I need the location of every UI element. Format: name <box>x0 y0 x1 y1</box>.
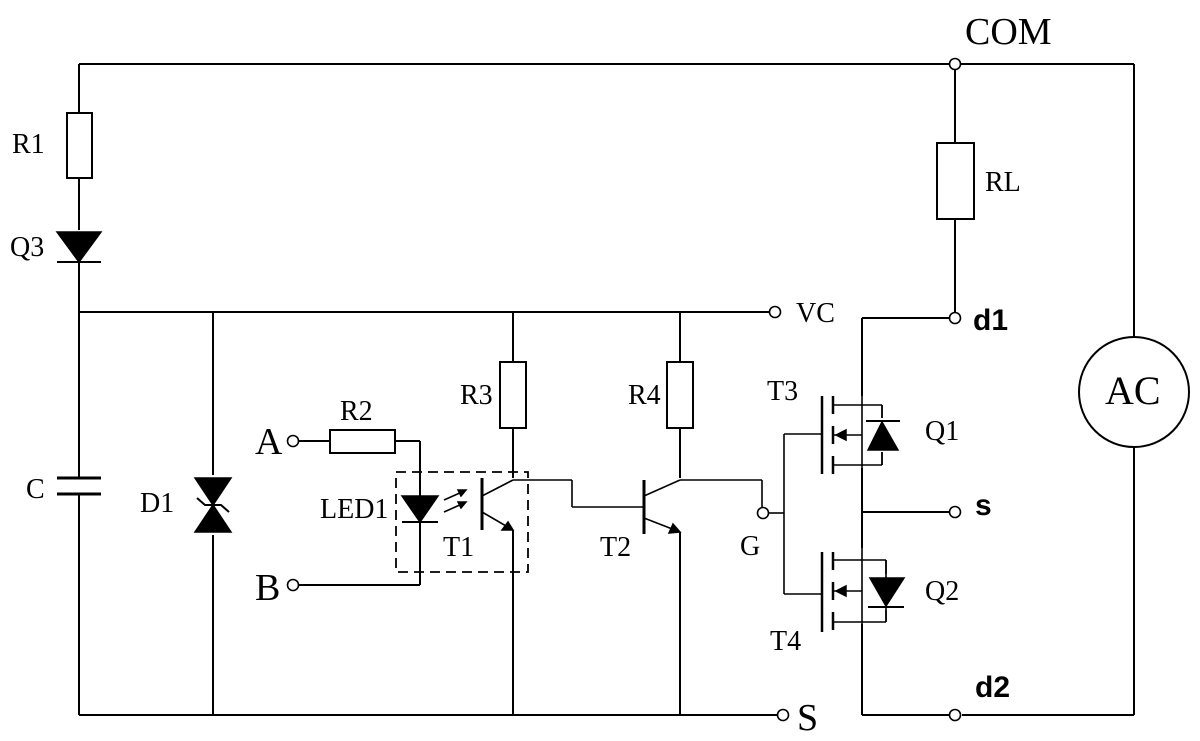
terminal-com <box>948 57 962 71</box>
resistor-r4 <box>666 361 694 429</box>
wires <box>78 63 1135 716</box>
label-t2: T2 <box>600 532 631 563</box>
label-r1: R1 <box>12 129 45 160</box>
label-a: A <box>255 421 283 463</box>
label-b: B <box>255 567 280 609</box>
terminal-g <box>756 506 770 520</box>
label-vc: VC <box>796 298 835 329</box>
terminals <box>286 57 962 722</box>
optocoupler-outline <box>395 471 529 573</box>
terminal-d2 <box>948 708 962 722</box>
label-led1: LED1 <box>320 494 388 525</box>
label-q3: Q3 <box>10 232 44 263</box>
label-r4: R4 <box>628 380 661 411</box>
label-d1: D1 <box>140 488 174 519</box>
capacitor-c <box>57 476 101 496</box>
label-d1-node: d1 <box>973 304 1008 337</box>
terminal-d1 <box>948 311 962 325</box>
diode-q3 <box>55 231 103 264</box>
label-t3: T3 <box>767 376 798 407</box>
label-s-node: s <box>975 489 992 522</box>
label-ac: AC <box>1105 368 1161 413</box>
label-q1: Q1 <box>925 416 959 447</box>
label-rl: RL <box>985 167 1021 198</box>
led-led1 <box>400 495 440 524</box>
tvs-diode-d1 <box>193 475 233 535</box>
label-q2: Q2 <box>925 576 959 607</box>
light-emission-arrows <box>443 489 468 513</box>
terminal-a <box>286 434 300 448</box>
label-d2-node: d2 <box>975 671 1010 704</box>
label-c: C <box>26 474 45 505</box>
diode-q1 <box>862 404 900 466</box>
diode-q2 <box>862 559 906 623</box>
resistor-rl <box>936 142 975 220</box>
label-s-ground: S <box>797 697 818 739</box>
terminal-vc <box>768 305 782 319</box>
resistor-r3 <box>499 361 527 429</box>
terminal-b <box>286 578 300 592</box>
terminal-s <box>948 505 962 519</box>
label-t4: T4 <box>770 626 801 657</box>
ac-source <box>1078 336 1190 448</box>
resistor-r2 <box>329 429 396 454</box>
label-t1: T1 <box>443 532 474 563</box>
phototransistor-t1 <box>480 478 515 531</box>
resistor-r1 <box>66 112 93 179</box>
label-r3: R3 <box>460 380 493 411</box>
terminal-s-ground <box>776 708 790 722</box>
mosfet-t4 <box>820 548 863 632</box>
label-com: COM <box>965 11 1052 53</box>
label-r2: R2 <box>340 396 373 427</box>
label-g: G <box>740 531 760 562</box>
mosfet-t3 <box>820 396 863 474</box>
transistor-t2 <box>642 479 682 534</box>
